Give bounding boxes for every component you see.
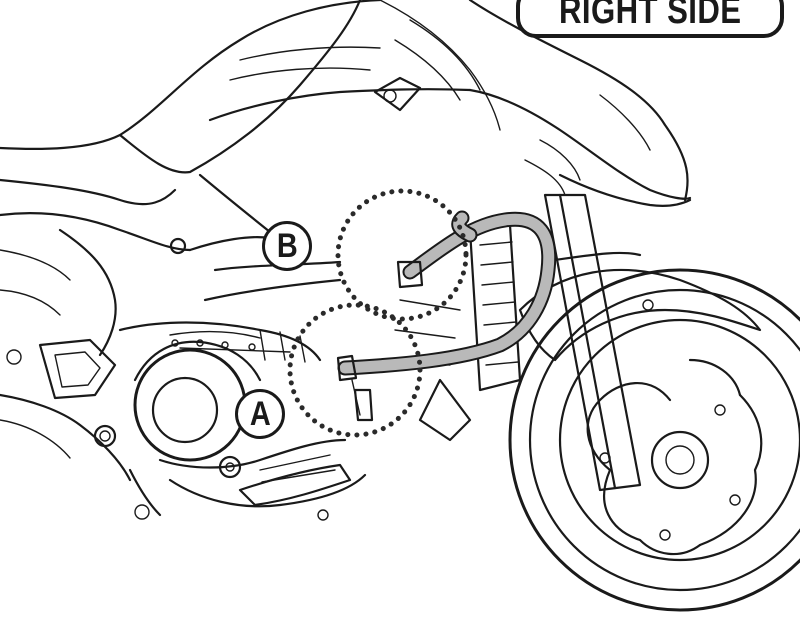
callout-b: B [262,221,312,271]
engine-outline [118,321,367,521]
detail-highlights [287,188,469,438]
callout-a-label: A [249,395,271,433]
highlight-circle-b [335,188,469,322]
callout-b-label: B [276,227,298,265]
side-label-badge: RIGHT SIDE [516,0,784,38]
fairing-outline [0,0,692,208]
highlight-circle-a [287,302,423,438]
callout-a: A [235,389,285,439]
front-wheel-outline [508,193,800,612]
side-label-text: RIGHT SIDE [558,0,742,32]
